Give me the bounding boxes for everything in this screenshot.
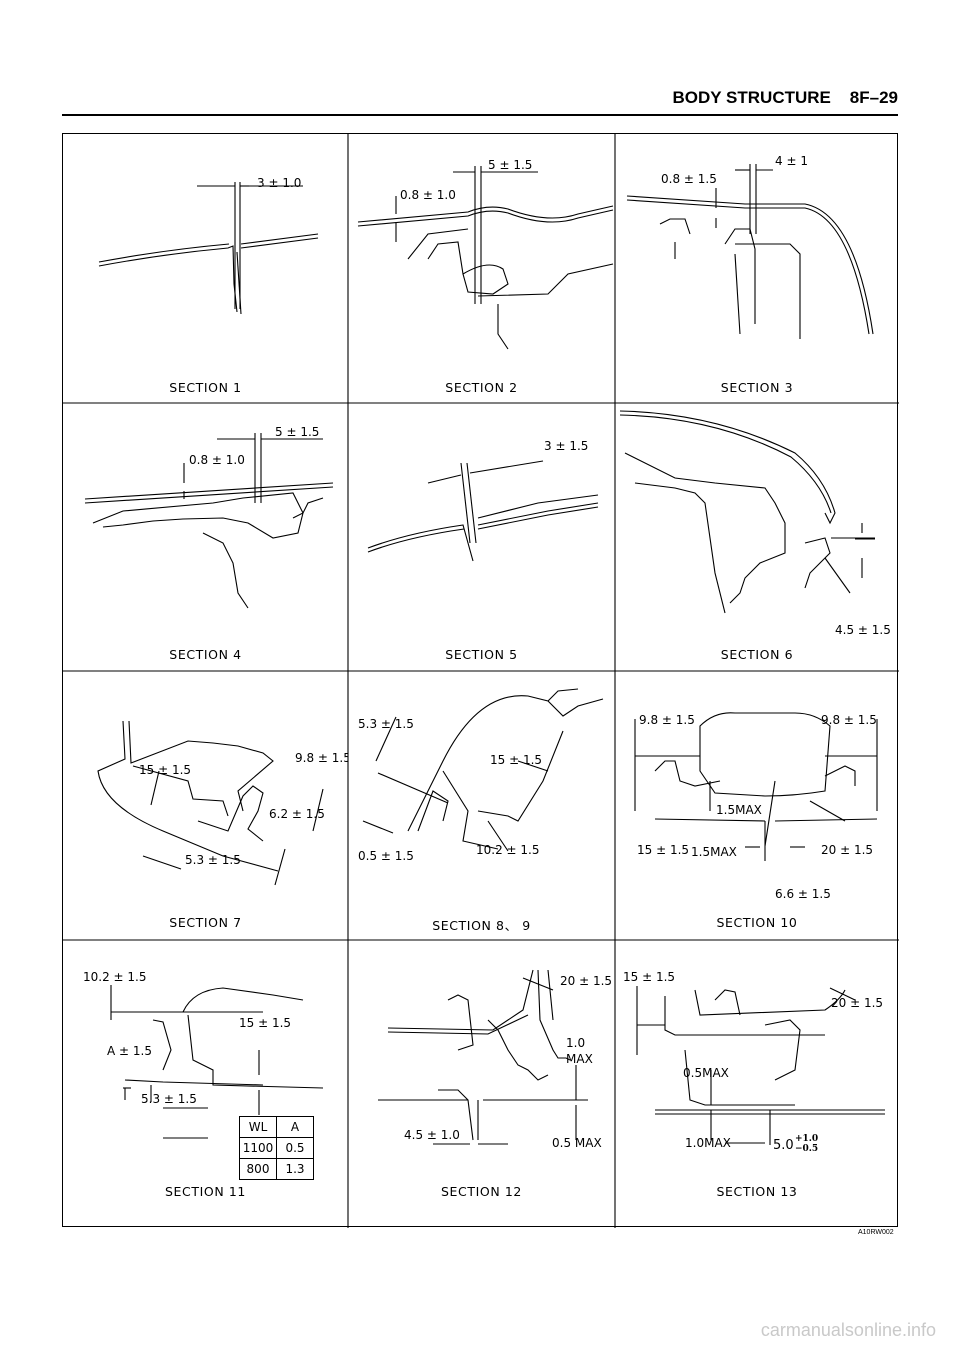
section-3-panel: 4 ± 1 0.8 ± 1.5 SECTION 3 (615, 134, 899, 403)
section-11-dim-4: 5.3 ± 1.5 (141, 1092, 197, 1106)
section-6-drawing (619, 410, 875, 614)
section-8-9-caption: SECTION 8、 9 (432, 918, 531, 933)
section-10-dim-5: 1.5MAX (691, 845, 737, 859)
section-8-9-dim-1: 5.3 ± 1.5 (358, 717, 414, 731)
section-6-caption: SECTION 6 (720, 647, 794, 662)
section-10-dim-4: 15 ± 1.5 (637, 843, 690, 857)
section-11-drawing (110, 985, 324, 1139)
section-8-9-dim-2: 15 ± 1.5 (490, 753, 543, 767)
section-1-caption: SECTION 1 (169, 380, 242, 395)
section-13-dim-4: 1.0MAX (685, 1136, 731, 1150)
section-8-9-dim-4: 10.2 ± 1.5 (476, 843, 540, 857)
section-2-dim-1: 5 ± 1.5 (488, 158, 533, 172)
section-10-caption: SECTION 10 (716, 915, 798, 930)
section-8-9-dim-3: 0.5 ± 1.5 (358, 849, 414, 863)
section-10-dim-6: 20 ± 1.5 (821, 843, 874, 857)
section-7-dim-3: 6.2 ± 1.5 (269, 807, 325, 821)
section-12-dim-5: 0.5 MAX (552, 1136, 602, 1150)
table-cell: 1.3 (276, 1158, 314, 1180)
section-12-dim-4: 4.5 ± 1.0 (404, 1128, 460, 1142)
section-5-drawing (367, 460, 599, 562)
section-5-panel: 3 ± 1.5 SECTION 5 (348, 403, 615, 671)
section-2-caption: SECTION 2 (445, 380, 518, 395)
section-8-9-panel: 5.3 ± 1.5 15 ± 1.5 0.5 ± 1.5 10.2 ± 1.5 … (348, 671, 615, 940)
section-11-dim-2: 15 ± 1.5 (239, 1016, 292, 1030)
table-header-row: WL A (239, 1116, 314, 1138)
section-7-panel: 9.8 ± 1.5 15 ± 1.5 6.2 ± 1.5 5.3 ± 1.5 S… (63, 671, 348, 940)
section-10-panel: 9.8 ± 1.5 9.8 ± 1.5 1.5MAX 15 ± 1.5 1.5M… (615, 671, 899, 940)
section-11-caption: SECTION 11 (165, 1184, 246, 1199)
figure-code: A10RW002 (858, 1229, 894, 1236)
section-11-dim-1: 10.2 ± 1.5 (83, 970, 147, 984)
section-12-dim-1: 20 ± 1.5 (560, 974, 613, 988)
header-title: BODY STRUCTURE (672, 88, 831, 107)
section-5-dim-1: 3 ± 1.5 (544, 439, 589, 453)
section-10-dim-1: 9.8 ± 1.5 (639, 713, 695, 727)
section-11-dim-3: A ± 1.5 (107, 1044, 152, 1058)
section-3-dim-2: 0.8 ± 1.5 (661, 172, 717, 186)
section-4-dim-1: 5 ± 1.5 (275, 425, 320, 439)
section-13-drawing (636, 986, 885, 1145)
page-header: BODY STRUCTURE 8F–29 (0, 88, 898, 108)
section-12-caption: SECTION 12 (441, 1184, 522, 1199)
grid-lines (63, 134, 899, 1228)
sections-grid: 3 ± 1.0 SECTION 1 5 ± 1.5 0.8 ± 1.0 SECT… (62, 133, 899, 1228)
section-10-dim-7: 6.6 ± 1.5 (775, 887, 831, 901)
section-6-dim-1: 4.5 ± 1.5 (835, 623, 891, 637)
header-page-number: 8F–29 (849, 88, 898, 107)
table-cell: 1100 (239, 1137, 277, 1159)
section-3-drawing (626, 164, 874, 339)
table-row: 800 1.3 (239, 1158, 314, 1180)
section-10-dim-3: 1.5MAX (716, 803, 762, 817)
table-cell: 800 (239, 1158, 277, 1180)
section-13-tol-plus: +1.0 (795, 1134, 819, 1144)
table-cell: 0.5 (276, 1137, 314, 1159)
section-5-caption: SECTION 5 (445, 647, 518, 662)
section-13-dim-3: 0.5MAX (683, 1066, 729, 1080)
section-7-drawing (97, 720, 324, 886)
wl-a-table: WL A 1100 0.5 800 1.3 (239, 1116, 314, 1180)
section-13-dim-5: 5.0 (773, 1138, 794, 1153)
section-2-dim-2: 0.8 ± 1.0 (400, 188, 456, 202)
section-1-panel: 3 ± 1.0 SECTION 1 (63, 134, 348, 403)
section-10-dim-2: 9.8 ± 1.5 (821, 713, 877, 727)
section-13-dim-1: 15 ± 1.5 (623, 970, 676, 984)
section-11-panel: 10.2 ± 1.5 15 ± 1.5 A ± 1.5 5.3 ± 1.5 WL… (63, 940, 348, 1228)
table-header-a: A (276, 1116, 314, 1138)
table-header-wl: WL (239, 1116, 277, 1138)
section-1-drawing (98, 182, 319, 315)
section-4-panel: 5 ± 1.5 0.8 ± 1.0 SECTION 4 (63, 403, 348, 671)
section-12-panel: 20 ± 1.5 1.0 MAX 4.5 ± 1.0 0.5 MAX SECTI… (348, 940, 615, 1228)
section-13-caption: SECTION 13 (716, 1184, 798, 1199)
section-3-dim-1: 4 ± 1 (775, 154, 808, 168)
section-7-dim-2: 15 ± 1.5 (139, 763, 192, 777)
table-row: 1100 0.5 (239, 1137, 314, 1159)
section-1-dim-1: 3 ± 1.0 (257, 176, 302, 190)
section-3-caption: SECTION 3 (720, 380, 794, 395)
section-7-dim-1: 9.8 ± 1.5 (295, 751, 348, 765)
section-12-dim-2: 1.0 (566, 1036, 586, 1050)
section-2-drawing (357, 166, 614, 350)
section-7-dim-4: 5.3 ± 1.5 (185, 853, 241, 867)
section-12-drawing (378, 969, 588, 1145)
section-12-dim-3: MAX (566, 1052, 593, 1066)
section-8-9-drawing (362, 688, 604, 852)
section-13-panel: 15 ± 1.5 20 ± 1.5 0.5MAX 1.0MAX 5.0 +1.0… (615, 940, 899, 1228)
section-2-panel: 5 ± 1.5 0.8 ± 1.0 SECTION 2 (348, 134, 615, 403)
section-13-dim-2: 20 ± 1.5 (831, 996, 884, 1010)
section-13-tol-minus: −0.5 (795, 1144, 819, 1154)
watermark: carmanualsonline.info (760, 1320, 936, 1340)
section-4-caption: SECTION 4 (169, 647, 242, 662)
header-rule (62, 114, 898, 116)
section-7-caption: SECTION 7 (169, 915, 242, 930)
section-10-drawing (634, 712, 878, 861)
section-4-drawing (84, 433, 334, 609)
section-6-panel: 4.5 ± 1.5 SECTION 6 (615, 403, 899, 671)
section-4-dim-2: 0.8 ± 1.0 (189, 453, 245, 467)
